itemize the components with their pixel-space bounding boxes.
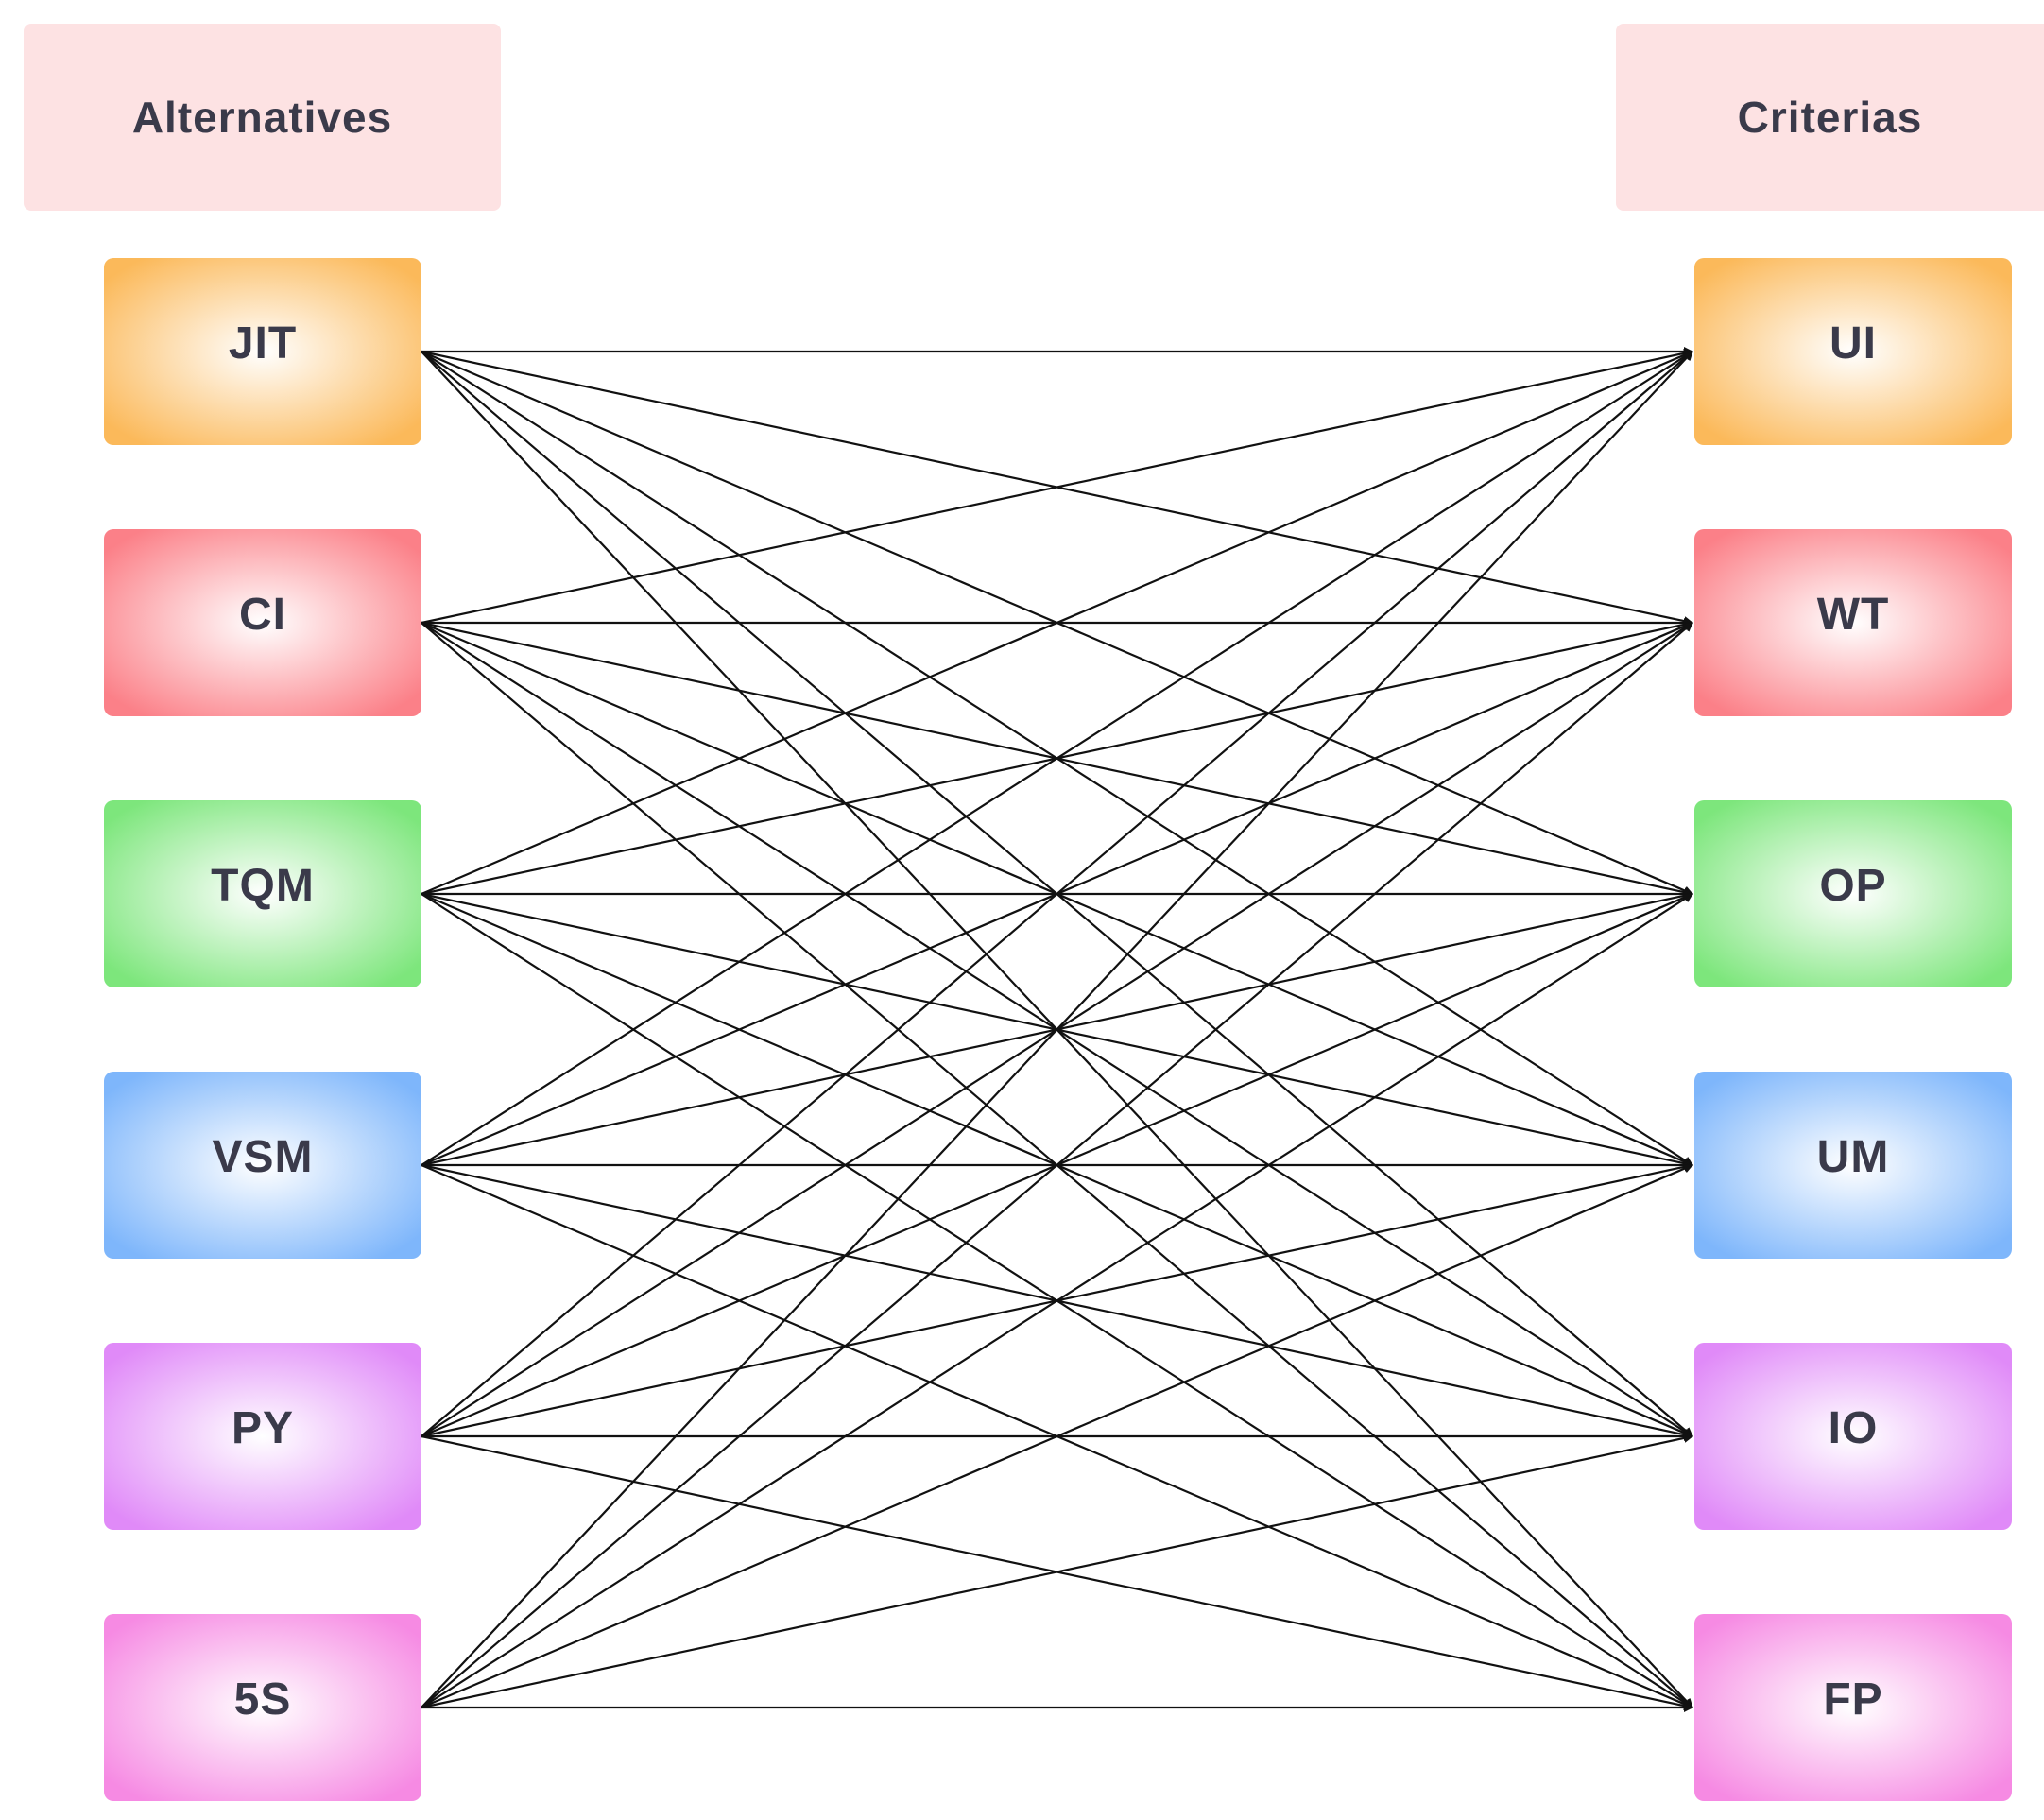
criteria-node-io: IO bbox=[1694, 1343, 2012, 1530]
criteria-label-op: OP bbox=[1819, 860, 1887, 911]
alternative-node-vsm: VSM bbox=[104, 1072, 421, 1259]
edge-ci-to-um bbox=[421, 621, 1693, 1167]
edge-py-to-wt bbox=[421, 622, 1693, 1437]
alternative-label-tqm: TQM bbox=[211, 860, 315, 911]
edge-py-to-um bbox=[421, 1161, 1693, 1438]
edge-jit-to-io bbox=[421, 351, 1693, 1437]
criteria-node-ui: UI bbox=[1694, 258, 2012, 445]
edge-ci-to-fp bbox=[421, 622, 1693, 1708]
edge-jit-to-um bbox=[421, 351, 1693, 1166]
alternative-node-py: PY bbox=[104, 1343, 421, 1530]
edge-tqm-to-um bbox=[421, 892, 1693, 1169]
alternative-label-jit: JIT bbox=[228, 318, 298, 369]
edge-py-to-fp bbox=[421, 1434, 1693, 1711]
edge-vsm-to-fp bbox=[421, 1163, 1693, 1709]
alternative-node-tqm: TQM bbox=[104, 800, 421, 987]
edge-vsm-to-io bbox=[421, 1163, 1693, 1440]
edge-jit-to-op bbox=[421, 350, 1693, 896]
criteria-label-wt: WT bbox=[1816, 589, 1890, 640]
edge-5s-to-op bbox=[421, 893, 1693, 1708]
alternative-node-5s: 5S bbox=[104, 1614, 421, 1801]
edge-py-to-ui bbox=[421, 351, 1693, 1437]
edge-5s-to-ui bbox=[421, 351, 1693, 1708]
edge-ci-to-io bbox=[421, 622, 1693, 1437]
edge-vsm-to-wt bbox=[421, 621, 1693, 1167]
edge-5s-to-io bbox=[421, 1433, 1693, 1709]
criterias-header: Criterias bbox=[1616, 24, 2044, 211]
alternative-label-5s: 5S bbox=[233, 1674, 292, 1725]
alternative-label-py: PY bbox=[231, 1402, 295, 1453]
edge-tqm-to-ui bbox=[421, 350, 1693, 896]
edge-tqm-to-io bbox=[421, 892, 1693, 1438]
edge-ci-to-op bbox=[421, 621, 1693, 898]
edge-tqm-to-wt bbox=[421, 619, 1693, 896]
alternatives-header: Alternatives bbox=[24, 24, 501, 211]
edge-ci-to-ui bbox=[421, 348, 1693, 625]
edge-jit-to-fp bbox=[421, 351, 1693, 1708]
edge-jit-to-wt bbox=[421, 350, 1693, 627]
edge-vsm-to-op bbox=[421, 890, 1693, 1167]
criteria-node-um: UM bbox=[1694, 1072, 2012, 1259]
criteria-label-ui: UI bbox=[1829, 318, 1877, 369]
edge-5s-to-wt bbox=[421, 622, 1693, 1708]
alternative-label-ci: CI bbox=[239, 589, 286, 640]
edge-5s-to-um bbox=[421, 1163, 1693, 1709]
edge-tqm-to-fp bbox=[421, 893, 1693, 1708]
criteria-node-fp: FP bbox=[1694, 1614, 2012, 1801]
edge-vsm-to-ui bbox=[421, 351, 1693, 1166]
alternative-label-vsm: VSM bbox=[212, 1131, 314, 1182]
criteria-node-op: OP bbox=[1694, 800, 2012, 987]
alternative-node-ci: CI bbox=[104, 529, 421, 716]
criteria-node-wt: WT bbox=[1694, 529, 2012, 716]
criteria-label-um: UM bbox=[1816, 1131, 1890, 1182]
edge-py-to-op bbox=[421, 892, 1693, 1438]
criteria-label-io: IO bbox=[1828, 1402, 1879, 1453]
alternative-node-jit: JIT bbox=[104, 258, 421, 445]
criteria-label-fp: FP bbox=[1823, 1674, 1883, 1725]
